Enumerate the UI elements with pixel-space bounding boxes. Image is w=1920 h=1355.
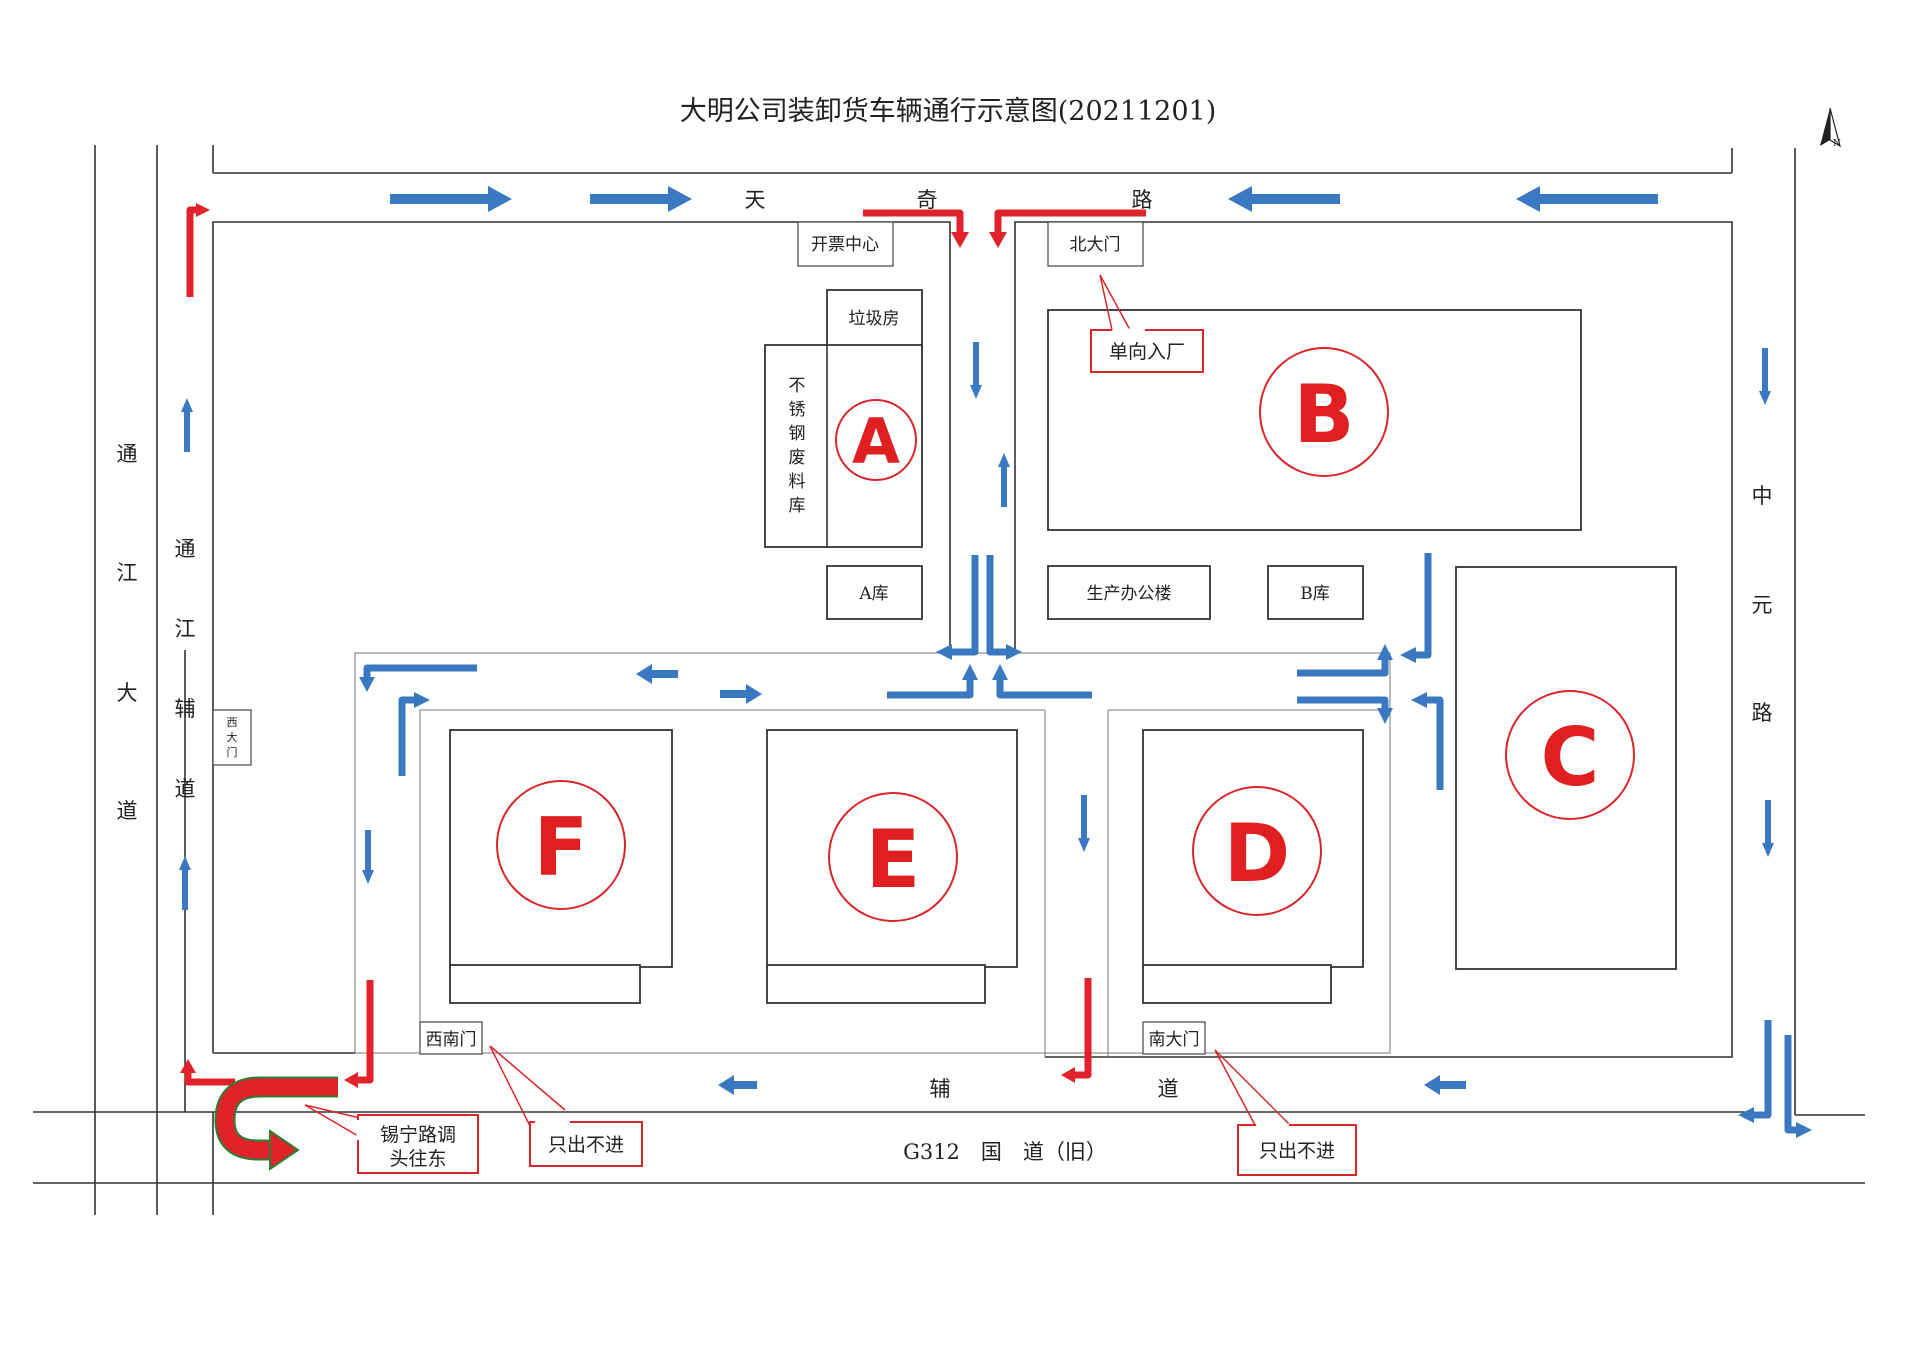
zone-d-marker: D bbox=[1192, 786, 1322, 916]
north-label: N bbox=[1833, 139, 1841, 149]
one-way-in-label: 单向入厂 bbox=[1109, 341, 1185, 363]
building-d-annex bbox=[1142, 964, 1332, 1004]
zone-f-marker: F bbox=[496, 780, 626, 910]
arrow-east-icon bbox=[720, 684, 762, 704]
arrow-west-icon bbox=[636, 664, 678, 684]
svg-text:门: 门 bbox=[227, 745, 238, 759]
blue-traffic-arrows bbox=[179, 186, 1812, 1138]
service-label-3: 辅 bbox=[175, 697, 196, 721]
svg-text:A: A bbox=[852, 405, 900, 478]
callout-one-way-in: 单向入厂 bbox=[1090, 274, 1204, 373]
avenue-label-1: 通 bbox=[117, 442, 138, 466]
arrow-south-icon bbox=[970, 342, 982, 399]
zone-b-marker: B bbox=[1259, 347, 1389, 477]
road-label-qi: 奇 bbox=[917, 188, 938, 212]
callout-uturn: 锡宁路调 头往东 bbox=[304, 1104, 479, 1174]
svg-text:B: B bbox=[1294, 368, 1355, 461]
factory-boundary bbox=[212, 221, 1733, 1058]
a-warehouse bbox=[826, 565, 923, 620]
ticket-center bbox=[797, 221, 894, 267]
svg-text:大: 大 bbox=[227, 730, 238, 744]
zhongyuan-label-1: 中 bbox=[1752, 484, 1773, 508]
zhongyuan-label-3: 路 bbox=[1752, 701, 1773, 725]
west-gate bbox=[212, 709, 252, 766]
service-label-4: 道 bbox=[175, 777, 196, 801]
arrow-south-icon bbox=[1762, 800, 1774, 857]
south-gate bbox=[1142, 1021, 1206, 1055]
arrow-north-icon bbox=[998, 453, 1010, 507]
arrow-east-icon bbox=[390, 186, 512, 212]
road-lines bbox=[33, 145, 1865, 1215]
zhongyuan-label-2: 元 bbox=[1752, 593, 1773, 617]
svg-text:不: 不 bbox=[789, 376, 806, 396]
avenue-label-2: 江 bbox=[117, 561, 138, 585]
svg-text:C: C bbox=[1541, 711, 1600, 804]
west-gate-label: 西 大 门 bbox=[227, 716, 238, 759]
service-label-2: 江 bbox=[175, 617, 196, 641]
building-f-annex bbox=[449, 964, 641, 1004]
stainless-store-label: 不 锈 钢 废 料 库 bbox=[789, 376, 806, 516]
ticket-center-label: 开票中心 bbox=[811, 235, 879, 255]
exit-only-label-2: 只出不进 bbox=[1259, 1140, 1335, 1162]
southwest-gate-label: 西南门 bbox=[426, 1030, 477, 1050]
arrow-south-icon bbox=[362, 830, 374, 884]
map-title: 大明公司装卸货车辆通行示意图(20211201) bbox=[680, 96, 1217, 127]
zone-a-marker: A bbox=[835, 399, 917, 481]
svg-text:D: D bbox=[1224, 807, 1290, 900]
arrow-south-icon bbox=[1759, 348, 1771, 405]
svg-text:F: F bbox=[534, 801, 589, 894]
north-gate bbox=[1047, 221, 1144, 267]
avenue-label-4: 道 bbox=[117, 799, 138, 823]
arrow-west-icon bbox=[1228, 186, 1340, 212]
svg-text:锈: 锈 bbox=[789, 400, 806, 420]
arrow-north-icon bbox=[181, 398, 193, 452]
uturn-label-line2: 头往东 bbox=[389, 1148, 446, 1170]
b-warehouse bbox=[1267, 565, 1364, 620]
svg-text:西: 西 bbox=[227, 716, 238, 729]
road-label-tian: 天 bbox=[745, 188, 766, 212]
exit-only-label-1: 只出不进 bbox=[548, 1134, 624, 1156]
service-label-1: 通 bbox=[175, 537, 196, 561]
arrow-north-icon bbox=[179, 856, 191, 910]
arrow-east-icon bbox=[590, 186, 692, 212]
south-gate-label: 南大门 bbox=[1149, 1030, 1200, 1050]
svg-text:料: 料 bbox=[789, 472, 806, 492]
red-truck-routes bbox=[180, 203, 1146, 1088]
arrow-south-icon bbox=[1078, 795, 1090, 852]
north-arrow-icon: N bbox=[1820, 107, 1841, 149]
north-gate-label: 北大门 bbox=[1070, 235, 1121, 255]
zone-c-marker: C bbox=[1505, 690, 1635, 820]
g312-label: G312 国 道（旧） bbox=[903, 1140, 1107, 1164]
building-e-annex bbox=[766, 964, 986, 1004]
arrow-west-icon bbox=[718, 1075, 757, 1095]
southwest-gate bbox=[419, 1021, 483, 1055]
uturn-label-line1: 锡宁路调 bbox=[380, 1124, 456, 1146]
b-warehouse-label: B库 bbox=[1300, 584, 1330, 604]
south-service-label-2: 道 bbox=[1158, 1077, 1179, 1101]
office-building bbox=[1047, 565, 1211, 620]
arrow-west-icon bbox=[1424, 1075, 1466, 1095]
arrow-west-icon bbox=[1516, 186, 1658, 212]
a-warehouse-label: A库 bbox=[858, 584, 888, 604]
svg-text:库: 库 bbox=[789, 496, 806, 516]
callout-exit-only-south: 只出不进 bbox=[1214, 1049, 1357, 1176]
south-service-label-1: 辅 bbox=[930, 1077, 951, 1101]
garbage-room bbox=[826, 289, 923, 348]
u-turn-arrow-icon bbox=[214, 1076, 338, 1171]
callout-exit-only-southwest: 只出不进 bbox=[489, 1045, 643, 1167]
zone-e-marker: E bbox=[828, 792, 958, 922]
office-building-label: 生产办公楼 bbox=[1087, 584, 1172, 604]
svg-text:钢: 钢 bbox=[789, 424, 806, 444]
avenue-label-3: 大 bbox=[117, 681, 138, 705]
svg-text:废: 废 bbox=[789, 448, 806, 468]
svg-text:E: E bbox=[866, 813, 921, 906]
garbage-room-label: 垃圾房 bbox=[849, 309, 900, 329]
road-label-lu: 路 bbox=[1132, 188, 1153, 212]
